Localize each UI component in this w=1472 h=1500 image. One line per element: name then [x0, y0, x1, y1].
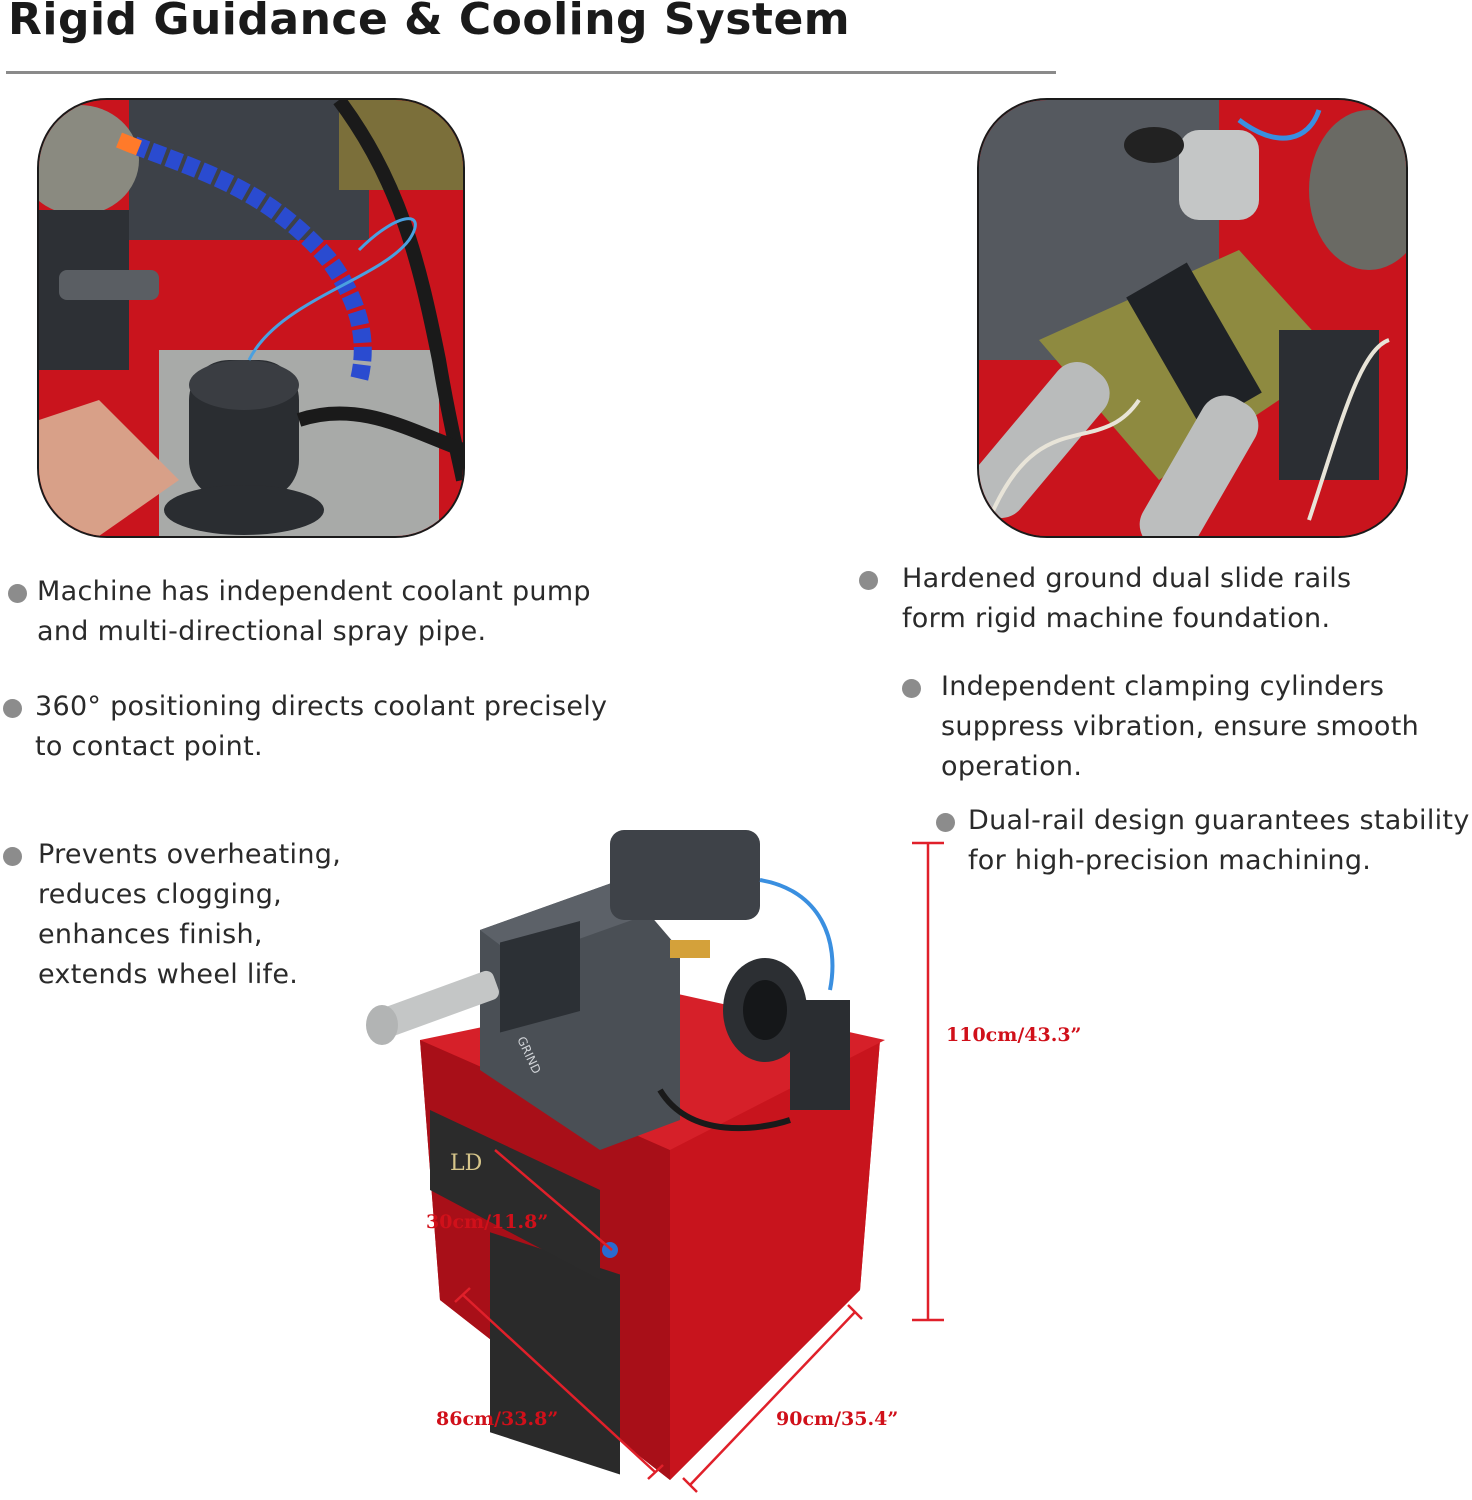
bullet-text: Dual-rail design guarantees stability fo… [968, 805, 1470, 876]
dimension-width-right-label: 90cm/35.4” [776, 1408, 899, 1430]
bullet-text: Machine has independent coolant pump and… [37, 576, 591, 647]
bullet-text: Prevents overheating, reduces clogging, … [38, 839, 342, 990]
bullet-coolant-pump: Machine has independent coolant pump and… [8, 572, 648, 652]
bullet-dot-icon [3, 847, 22, 866]
slide-rails-photo [977, 98, 1408, 538]
dimension-width-left-label: 86cm/33.8” [436, 1408, 559, 1430]
machine-illustration: GRIND LD [360, 820, 960, 1500]
dimension-depth-label: 30cm/11.8” [426, 1211, 549, 1233]
bullet-dot-icon [8, 584, 27, 603]
bullet-dual-rail: Dual-rail design guarantees stability fo… [936, 801, 1472, 881]
bullet-dot-icon [936, 813, 955, 832]
bullet-slide-rails: Hardened ground dual slide rails form ri… [859, 559, 1419, 639]
page-title: Rigid Guidance & Cooling System [8, 0, 851, 45]
bullet-dot-icon [3, 699, 22, 718]
coolant-pump-photo [37, 98, 465, 538]
brand-label: LD [450, 1151, 482, 1176]
bullet-dot-icon [902, 679, 921, 698]
bullet-text: Hardened ground dual slide rails form ri… [902, 563, 1352, 634]
bullet-clamping: Independent clamping cylinders suppress … [902, 667, 1442, 787]
bullet-text: Independent clamping cylinders suppress … [941, 671, 1420, 782]
bullet-dot-icon [859, 571, 878, 590]
bullet-benefits: Prevents overheating, reduces clogging, … [3, 835, 423, 995]
title-divider [6, 71, 1056, 74]
bullet-positioning: 360° positioning directs coolant precise… [3, 687, 663, 767]
dimension-height-label: 110cm/43.3” [946, 1024, 1082, 1046]
bullet-text: 360° positioning directs coolant precise… [35, 691, 608, 762]
